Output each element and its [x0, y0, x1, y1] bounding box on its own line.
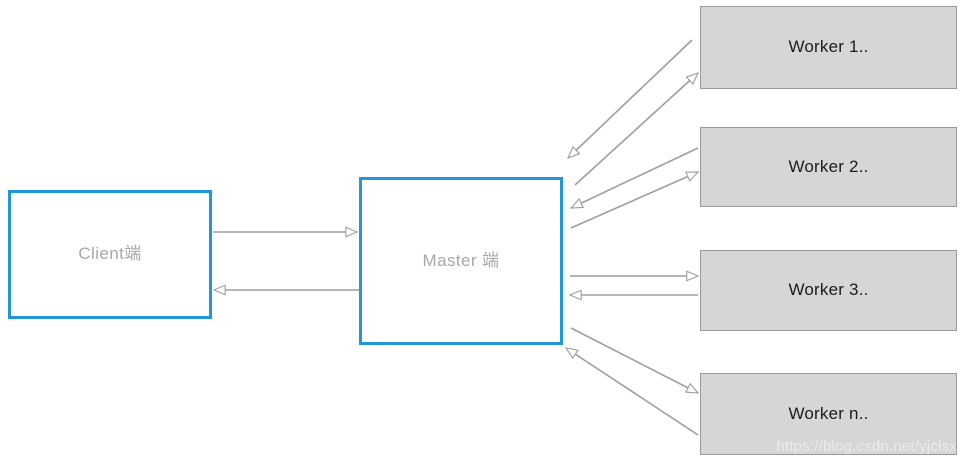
node-worker-2[interactable]: Worker 2.. — [700, 127, 957, 207]
arrow-master-to-worker-2 — [570, 171, 698, 229]
node-client-label: Client端 — [78, 244, 142, 264]
node-worker-1-label: Worker 1.. — [788, 37, 869, 57]
node-worker-2-label: Worker 2.. — [788, 156, 869, 176]
node-client[interactable]: Client端 — [8, 190, 212, 319]
arrow-worker-1-to-master — [568, 39, 693, 158]
arrow-worker-2-to-master — [571, 147, 699, 209]
arrow-master-to-worker-1 — [574, 73, 698, 186]
watermark-text: https://blog.csdn.net/yjclsx — [776, 438, 957, 455]
node-master-label: Master 端 — [422, 250, 500, 270]
node-worker-3-label: Worker 3.. — [788, 280, 869, 300]
arrow-worker-n-to-master — [566, 348, 699, 436]
node-master[interactable]: Master 端 — [359, 177, 563, 345]
node-worker-1[interactable]: Worker 1.. — [700, 6, 957, 89]
node-worker-n-label: Worker n.. — [788, 403, 869, 423]
arrow-master-to-worker-n — [570, 327, 698, 394]
node-worker-3[interactable]: Worker 3.. — [700, 250, 957, 331]
node-worker-n[interactable]: Worker n.. — [700, 373, 957, 455]
